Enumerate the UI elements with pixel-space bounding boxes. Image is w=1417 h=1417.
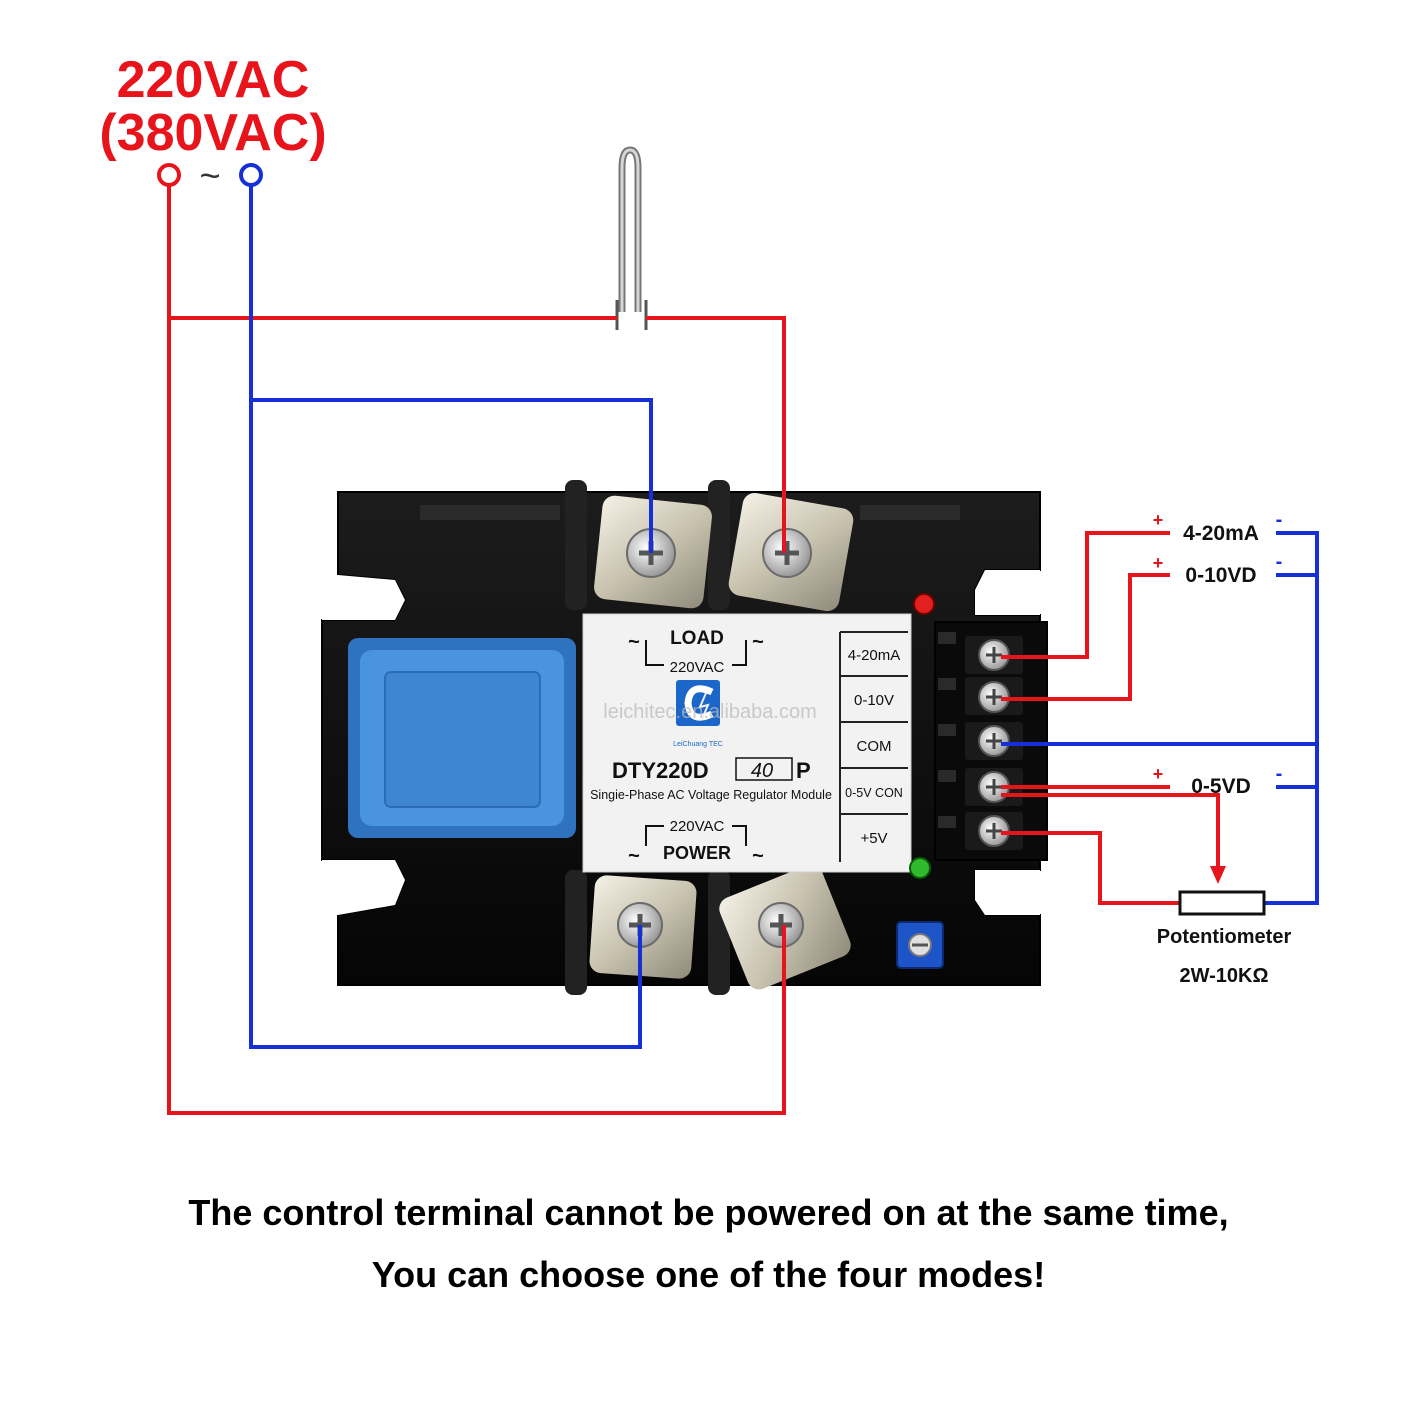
- load-ac-right-icon: ~: [752, 631, 764, 653]
- green-led: [909, 857, 931, 879]
- ac-symbol: ~: [199, 155, 220, 196]
- terminal-comb: [938, 632, 956, 828]
- power-label: POWER: [663, 843, 731, 863]
- supply-voltage-main: 220VAC: [117, 51, 310, 109]
- neutral-wiring: [249, 185, 653, 1049]
- input-minus-2: -: [1276, 551, 1283, 573]
- load-ac-left-icon: ~: [628, 631, 640, 653]
- wiper-arrow-icon: [1210, 866, 1226, 884]
- power-ac-left-icon: ~: [628, 845, 640, 867]
- live-supply-terminal: [157, 163, 181, 187]
- input-plus-3: +: [1153, 764, 1164, 784]
- load-voltage: 220VAC: [670, 659, 725, 676]
- control-screw-2: [965, 677, 1023, 715]
- potentiometer-rating: 2W-10KΩ: [1180, 965, 1269, 987]
- transformer: [348, 638, 576, 838]
- control-screw-1: [965, 636, 1023, 674]
- caption-line-2: You can choose one of the four modes!: [371, 1254, 1046, 1295]
- potentiometer-name: Potentiometer: [1157, 926, 1292, 948]
- live-wiring: [167, 185, 786, 1115]
- power-voltage: 220VAC: [670, 818, 725, 835]
- terminal-label-5: +5V: [860, 830, 887, 847]
- model-suffix: P: [796, 758, 811, 783]
- input-label-3: 0-5VD: [1191, 775, 1251, 798]
- load-terminal-right: [728, 492, 854, 612]
- module-description: Singie-Phase AC Voltage Regulator Module: [590, 788, 832, 802]
- potentiometer-symbol: [1178, 890, 1266, 916]
- model-current: 40: [751, 760, 773, 782]
- control-screw-5: [965, 812, 1023, 850]
- control-screw-3: [965, 722, 1023, 760]
- brand-name: LeiChuang TEC: [673, 741, 723, 748]
- supply-voltage-alt: (380VAC): [99, 104, 326, 162]
- terminal-label-4: 0-5V CON: [845, 786, 903, 800]
- caption-line-1: The control terminal cannot be powered o…: [188, 1192, 1229, 1233]
- terminal-label-1: 4-20mA: [848, 647, 901, 664]
- watermark: leichitec.en.alibaba.com: [603, 701, 816, 723]
- input-label-1: 4-20mA: [1183, 522, 1259, 545]
- trim-potentiometer: [896, 921, 944, 969]
- label-panel: [582, 613, 912, 873]
- terminal-label-2: 0-10V: [854, 692, 894, 709]
- heater-element: [615, 146, 648, 330]
- load-label: LOAD: [670, 628, 724, 649]
- terminal-label-3: COM: [857, 738, 892, 755]
- red-led: [913, 593, 935, 615]
- neutral-supply-terminal: [239, 163, 263, 187]
- input-minus-1: -: [1276, 509, 1283, 531]
- input-plus-2: +: [1153, 553, 1164, 573]
- input-plus-1: +: [1153, 510, 1164, 530]
- input-minus-3: -: [1276, 763, 1283, 785]
- input-label-2: 0-10VD: [1185, 564, 1256, 587]
- control-wiring: [1001, 531, 1319, 905]
- power-ac-right-icon: ~: [752, 845, 764, 867]
- model-prefix: DTY220D: [612, 758, 709, 783]
- power-terminal-left: [589, 875, 697, 979]
